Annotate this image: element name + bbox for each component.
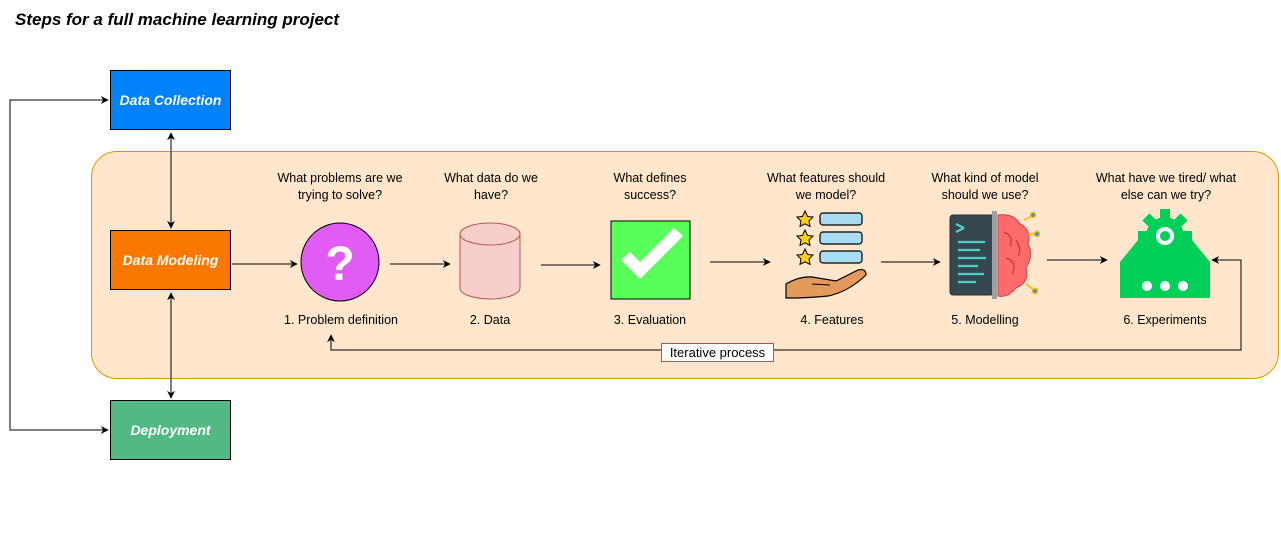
- diagram-title: Steps for a full machine learning projec…: [15, 10, 340, 29]
- data-collection-box: Data Collection: [110, 70, 231, 130]
- gear-tray-icon: [1120, 209, 1210, 298]
- step-1-label: 1. Problem definition: [284, 313, 398, 327]
- step-4-label: 4. Features: [800, 313, 864, 327]
- step-4-question: What features should we model?: [766, 171, 886, 202]
- hand-star-list-icon: [785, 209, 867, 299]
- svg-text:?: ?: [325, 238, 354, 291]
- step-5-question: What kind of model should we use?: [931, 171, 1039, 202]
- step-5-label: 5. Modelling: [951, 313, 1019, 327]
- code-brain-icon: [949, 211, 1041, 299]
- step-2-label: 2. Data: [469, 313, 511, 327]
- step-6-question: What have we tired/ what else can we try…: [1095, 171, 1237, 202]
- checkmark-icon: [610, 220, 691, 300]
- question-mark-icon: ?: [300, 222, 380, 302]
- step-3-question: What defines success?: [613, 171, 687, 202]
- data-collection-label: Data Collection: [119, 92, 222, 108]
- database-cylinder-icon: [459, 222, 521, 300]
- step-3-label: 3. Evaluation: [613, 313, 687, 327]
- data-modeling-box: Data Modeling: [110, 230, 231, 290]
- deployment-label: Deployment: [130, 422, 211, 438]
- iterative-process-label: Iterative process: [661, 343, 774, 362]
- step-6-label: 6. Experiments: [1123, 313, 1207, 327]
- step-2-question: What data do we have?: [444, 171, 538, 202]
- outer-loop-top-arrow: [9, 99, 60, 431]
- data-modeling-label: Data Modeling: [122, 252, 219, 268]
- step-1-question: What problems are we trying to solve?: [277, 171, 403, 202]
- deployment-box: Deployment: [110, 400, 231, 460]
